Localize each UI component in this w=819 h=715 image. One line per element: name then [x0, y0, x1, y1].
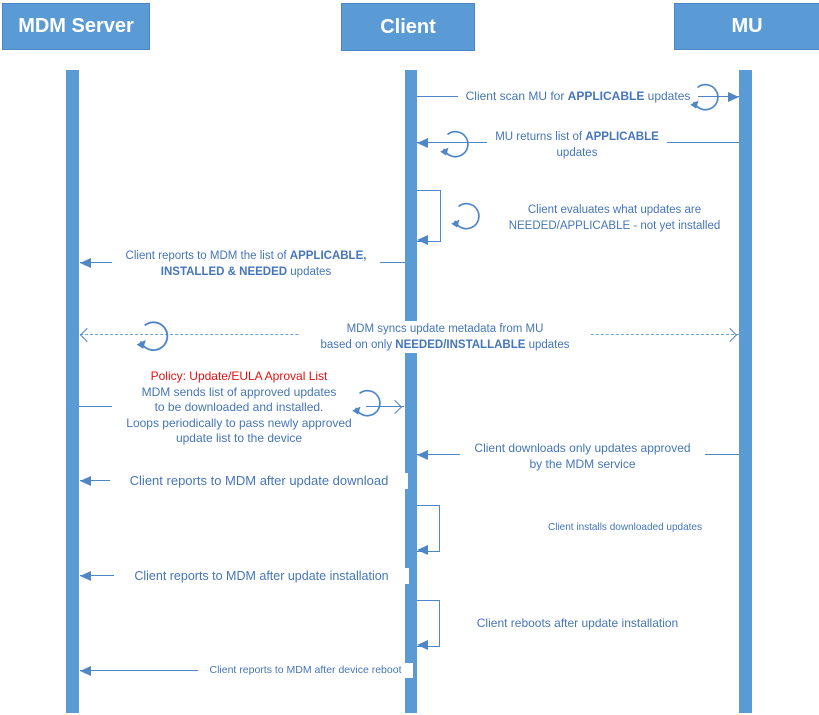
self-message-bracket: [417, 600, 440, 647]
arrowhead-left: [80, 476, 91, 486]
actor-label-client: Client: [380, 15, 436, 38]
sync-loop-icon: [135, 321, 169, 352]
message-label: Client installs downloaded updates: [548, 522, 702, 533]
sync-loop-icon: [439, 130, 469, 158]
message-label: Client scan MU for APPLICABLE updates: [458, 89, 698, 105]
open-arrowhead-right: [387, 399, 403, 415]
message-label: Client reports to MDM after update insta…: [114, 568, 409, 584]
message-label: Client reports to MDM the list of APPLIC…: [112, 249, 380, 280]
arrowhead-right: [728, 92, 739, 102]
message-label: Policy: Update/EULA Aproval List MDM sen…: [112, 369, 366, 447]
policy-title: Policy: Update/EULA Aproval List: [150, 369, 328, 383]
arrowhead-left: [417, 450, 428, 460]
arrowhead-left: [417, 138, 428, 148]
open-arrowhead-right: [722, 327, 738, 343]
actor-box-client: Client: [341, 3, 475, 51]
lifeline-client: [405, 70, 417, 713]
actor-box-mu: MU: [674, 3, 819, 50]
lifeline-mu: [739, 70, 752, 713]
arrowhead-left: [80, 258, 91, 268]
arrowhead-left: [80, 666, 91, 676]
arrowhead-left: [417, 640, 428, 650]
actor-label-mu: MU: [731, 15, 763, 37]
message-label: Client reports to MDM after update downl…: [110, 473, 408, 489]
message-label: Client reboots after update installation: [476, 616, 679, 630]
arrowhead-left: [417, 545, 428, 555]
lifeline-mdm-server: [66, 70, 79, 713]
arrowhead-left: [80, 571, 91, 581]
sync-loop-icon: [689, 83, 719, 111]
sync-loop-icon: [450, 202, 480, 230]
self-message-bracket: [417, 190, 441, 242]
actor-box-mdm-server: MDM Server: [2, 3, 150, 50]
sync-loop-icon: [351, 389, 381, 417]
message-label: Client reports to MDM after device reboo…: [198, 663, 413, 678]
open-arrowhead-left: [79, 327, 95, 343]
arrowhead-left: [417, 235, 428, 245]
self-message-bracket: [417, 505, 440, 552]
actor-label-mdm-server: MDM Server: [18, 15, 134, 37]
